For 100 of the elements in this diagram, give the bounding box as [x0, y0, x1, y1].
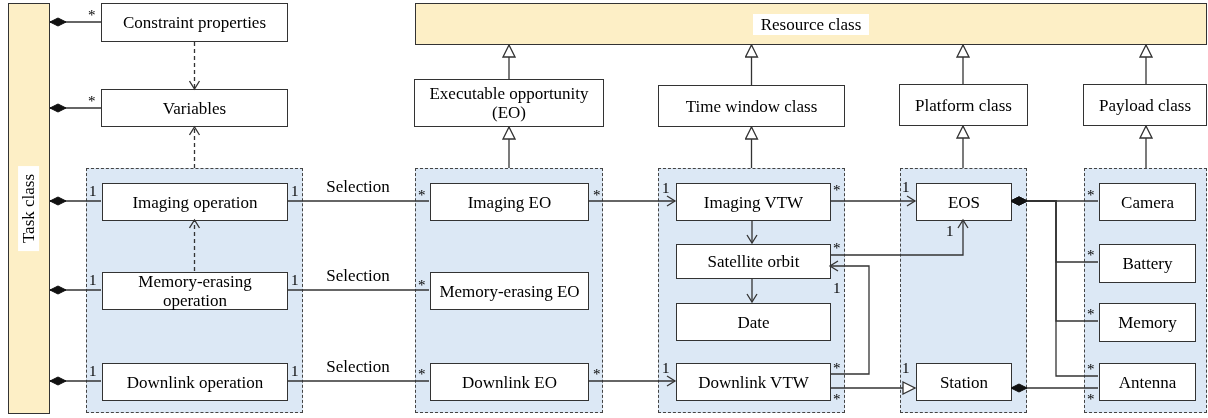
class-box	[430, 363, 589, 401]
connector	[746, 219, 758, 244]
dashed-group	[900, 168, 1027, 413]
connector	[956, 44, 970, 85]
class-name: Date	[736, 312, 771, 332]
class-name: Downlink operation	[125, 372, 265, 392]
dashed-arrow	[188, 126, 201, 169]
class-box	[658, 85, 845, 127]
class-name: Constraint properties	[121, 13, 268, 32]
class-name: Task class	[18, 165, 40, 252]
connector	[502, 44, 516, 80]
connector	[746, 277, 758, 303]
class-name: Memory-erasing operation	[137, 272, 253, 310]
class-name: Camera	[1120, 192, 1175, 212]
connector	[1010, 196, 1099, 377]
class-box	[102, 183, 288, 221]
multiplicity-label: *	[833, 392, 841, 407]
multiplicity-label: *	[88, 8, 96, 23]
class-box	[676, 303, 831, 341]
class-box	[1083, 84, 1207, 126]
class-name: Satellite orbit	[706, 252, 801, 271]
class-box	[430, 183, 589, 221]
multiplicity-label: 1	[291, 184, 299, 199]
multiplicity-label: *	[593, 367, 601, 382]
multiplicity-label: 1	[833, 281, 841, 296]
class-name: Station	[938, 372, 990, 392]
multiplicity-label: *	[833, 241, 841, 256]
class-name: Time window class	[684, 96, 819, 116]
class-box	[916, 363, 1012, 401]
class-box	[676, 183, 831, 221]
multiplicity-label: 1	[662, 181, 670, 196]
class-name: Imaging VTW	[702, 192, 805, 212]
class-box	[1099, 244, 1196, 283]
multiplicity-label: 1	[902, 361, 910, 376]
class-box	[676, 363, 831, 401]
class-box	[102, 272, 288, 310]
class-box	[102, 363, 288, 401]
dashed-group	[415, 168, 603, 413]
class-name: Resource class	[752, 13, 870, 35]
multiplicity-label: *	[833, 183, 841, 198]
connector	[49, 285, 102, 295]
class-box	[430, 272, 589, 310]
class-box	[101, 89, 288, 127]
class-name: Downlink VTW	[697, 372, 810, 392]
class-box	[1099, 363, 1196, 401]
class-name: Platform class	[914, 95, 1013, 115]
multiplicity-label: 1	[89, 364, 97, 379]
connector	[587, 195, 676, 207]
connector	[502, 126, 516, 169]
multiplicity-label: *	[1087, 188, 1095, 203]
connector	[829, 381, 916, 395]
multiplicity-label: 1	[291, 364, 299, 379]
class-band	[415, 3, 1207, 45]
multiplicity-label: *	[418, 278, 426, 293]
connector	[829, 260, 870, 375]
class-name: Imaging operation	[131, 192, 259, 212]
class-name: Executable opportunity (EO)	[428, 84, 590, 122]
multiplicity-label: *	[418, 367, 426, 382]
multiplicity-label: 1	[89, 184, 97, 199]
class-box	[916, 183, 1012, 221]
dashed-group	[1084, 168, 1207, 413]
class-name: Antenna	[1117, 372, 1178, 392]
class-box	[414, 79, 604, 127]
multiplicity-label: 1	[662, 361, 670, 376]
connector	[49, 17, 102, 27]
multiplicity-label: *	[418, 188, 426, 203]
multiplicity-label: *	[1087, 248, 1095, 263]
dashed-group	[658, 168, 845, 413]
class-name: Memory	[1117, 313, 1178, 332]
connector	[829, 219, 969, 256]
class-band	[8, 3, 50, 414]
class-name: Memory-erasing EO	[438, 281, 581, 301]
class-name: Battery	[1121, 254, 1174, 273]
dashed-group	[86, 168, 303, 413]
connector	[49, 376, 102, 386]
connector	[1139, 125, 1153, 169]
class-box	[1099, 183, 1196, 221]
class-name: Payload class	[1097, 95, 1193, 115]
multiplicity-label: *	[1087, 307, 1095, 322]
class-box	[676, 244, 831, 279]
connector	[587, 375, 676, 387]
connector	[1010, 383, 1099, 393]
dashed-arrow	[188, 41, 201, 90]
multiplicity-label: 1	[89, 273, 97, 288]
multiplicity-label: *	[1087, 362, 1095, 377]
class-box	[899, 84, 1028, 126]
class-name: EOS	[946, 192, 982, 212]
multiplicity-label: *	[593, 188, 601, 203]
multiplicity-label: 1	[902, 180, 910, 195]
class-box	[1099, 303, 1196, 342]
multiplicity-label: *	[88, 94, 96, 109]
connector	[286, 380, 430, 382]
connector	[744, 44, 759, 86]
multiplicity-label: 1	[946, 224, 954, 239]
connector	[1139, 44, 1153, 85]
multiplicity-label: 1	[291, 273, 299, 288]
class-box	[101, 3, 288, 42]
connector	[286, 289, 430, 291]
multiplicity-label: *	[833, 361, 841, 376]
class-name: Variables	[161, 98, 228, 118]
